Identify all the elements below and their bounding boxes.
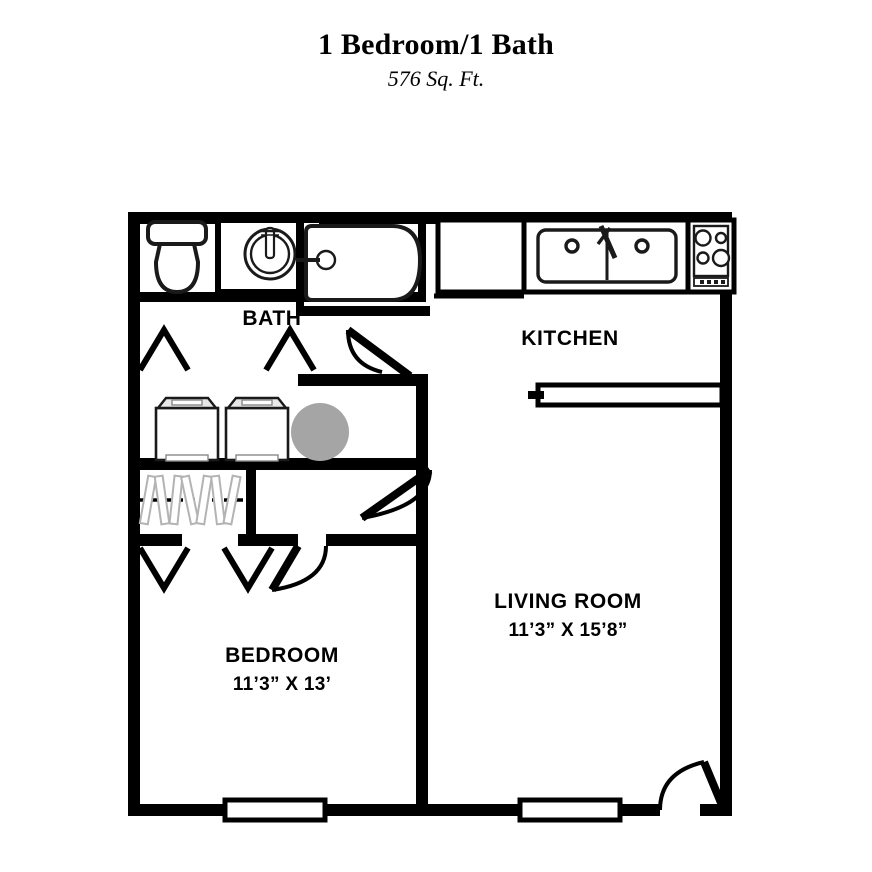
refrigerator-icon xyxy=(434,217,527,299)
bifold-bedroom-closet-left-door xyxy=(137,546,191,594)
kitchen-faucet-icon xyxy=(596,224,618,260)
floorplan-diagram: BATH KITCHEN LIVING ROOM 11’3” X 15’8” B… xyxy=(120,200,740,840)
bathtub-alcove xyxy=(296,218,430,316)
bedroom-label: BEDROOM xyxy=(225,644,339,667)
window-living-right xyxy=(528,382,725,408)
bedroom-door xyxy=(268,543,328,593)
bath-door xyxy=(345,326,413,380)
room-label-living-room: LIVING ROOM 11’3” X 15’8” xyxy=(494,590,642,641)
closet-rod-icon xyxy=(138,474,246,526)
kitchen-sink-icon xyxy=(536,224,678,284)
hall-door xyxy=(359,466,433,522)
page-subtitle: 576 Sq. Ft. xyxy=(387,66,485,91)
interior-walls xyxy=(134,218,428,810)
bathtub-icon xyxy=(296,224,423,302)
room-label-bath: BATH xyxy=(242,307,301,330)
window-bedroom-south xyxy=(222,797,328,823)
bedroom-dimensions: 11’3” X 13’ xyxy=(233,674,331,695)
kitchen-label: KITCHEN xyxy=(521,327,619,350)
bifold-laundry-door xyxy=(263,324,317,372)
dryer-icon xyxy=(224,396,290,462)
washer-icon xyxy=(154,396,220,462)
bifold-bedroom-closet-right-door xyxy=(221,546,275,594)
toilet-icon xyxy=(146,220,208,295)
window-living-south xyxy=(517,797,623,823)
living-room-label: LIVING ROOM xyxy=(494,590,642,613)
entry-door xyxy=(658,760,728,812)
title-block: 1 Bedroom/1 Bath 576 Sq. Ft. xyxy=(0,0,872,91)
bathroom-sink-icon xyxy=(243,226,297,281)
bath-label: BATH xyxy=(242,307,301,330)
stove-icon xyxy=(685,217,737,295)
bifold-bath-closet-door xyxy=(137,324,191,372)
water-heater-icon xyxy=(291,403,349,461)
page-title: 1 Bedroom/1 Bath xyxy=(318,28,554,61)
living-room-dimensions: 11’3” X 15’8” xyxy=(508,620,627,641)
room-label-kitchen: KITCHEN xyxy=(521,327,619,350)
room-label-bedroom: BEDROOM 11’3” X 13’ xyxy=(225,644,339,695)
